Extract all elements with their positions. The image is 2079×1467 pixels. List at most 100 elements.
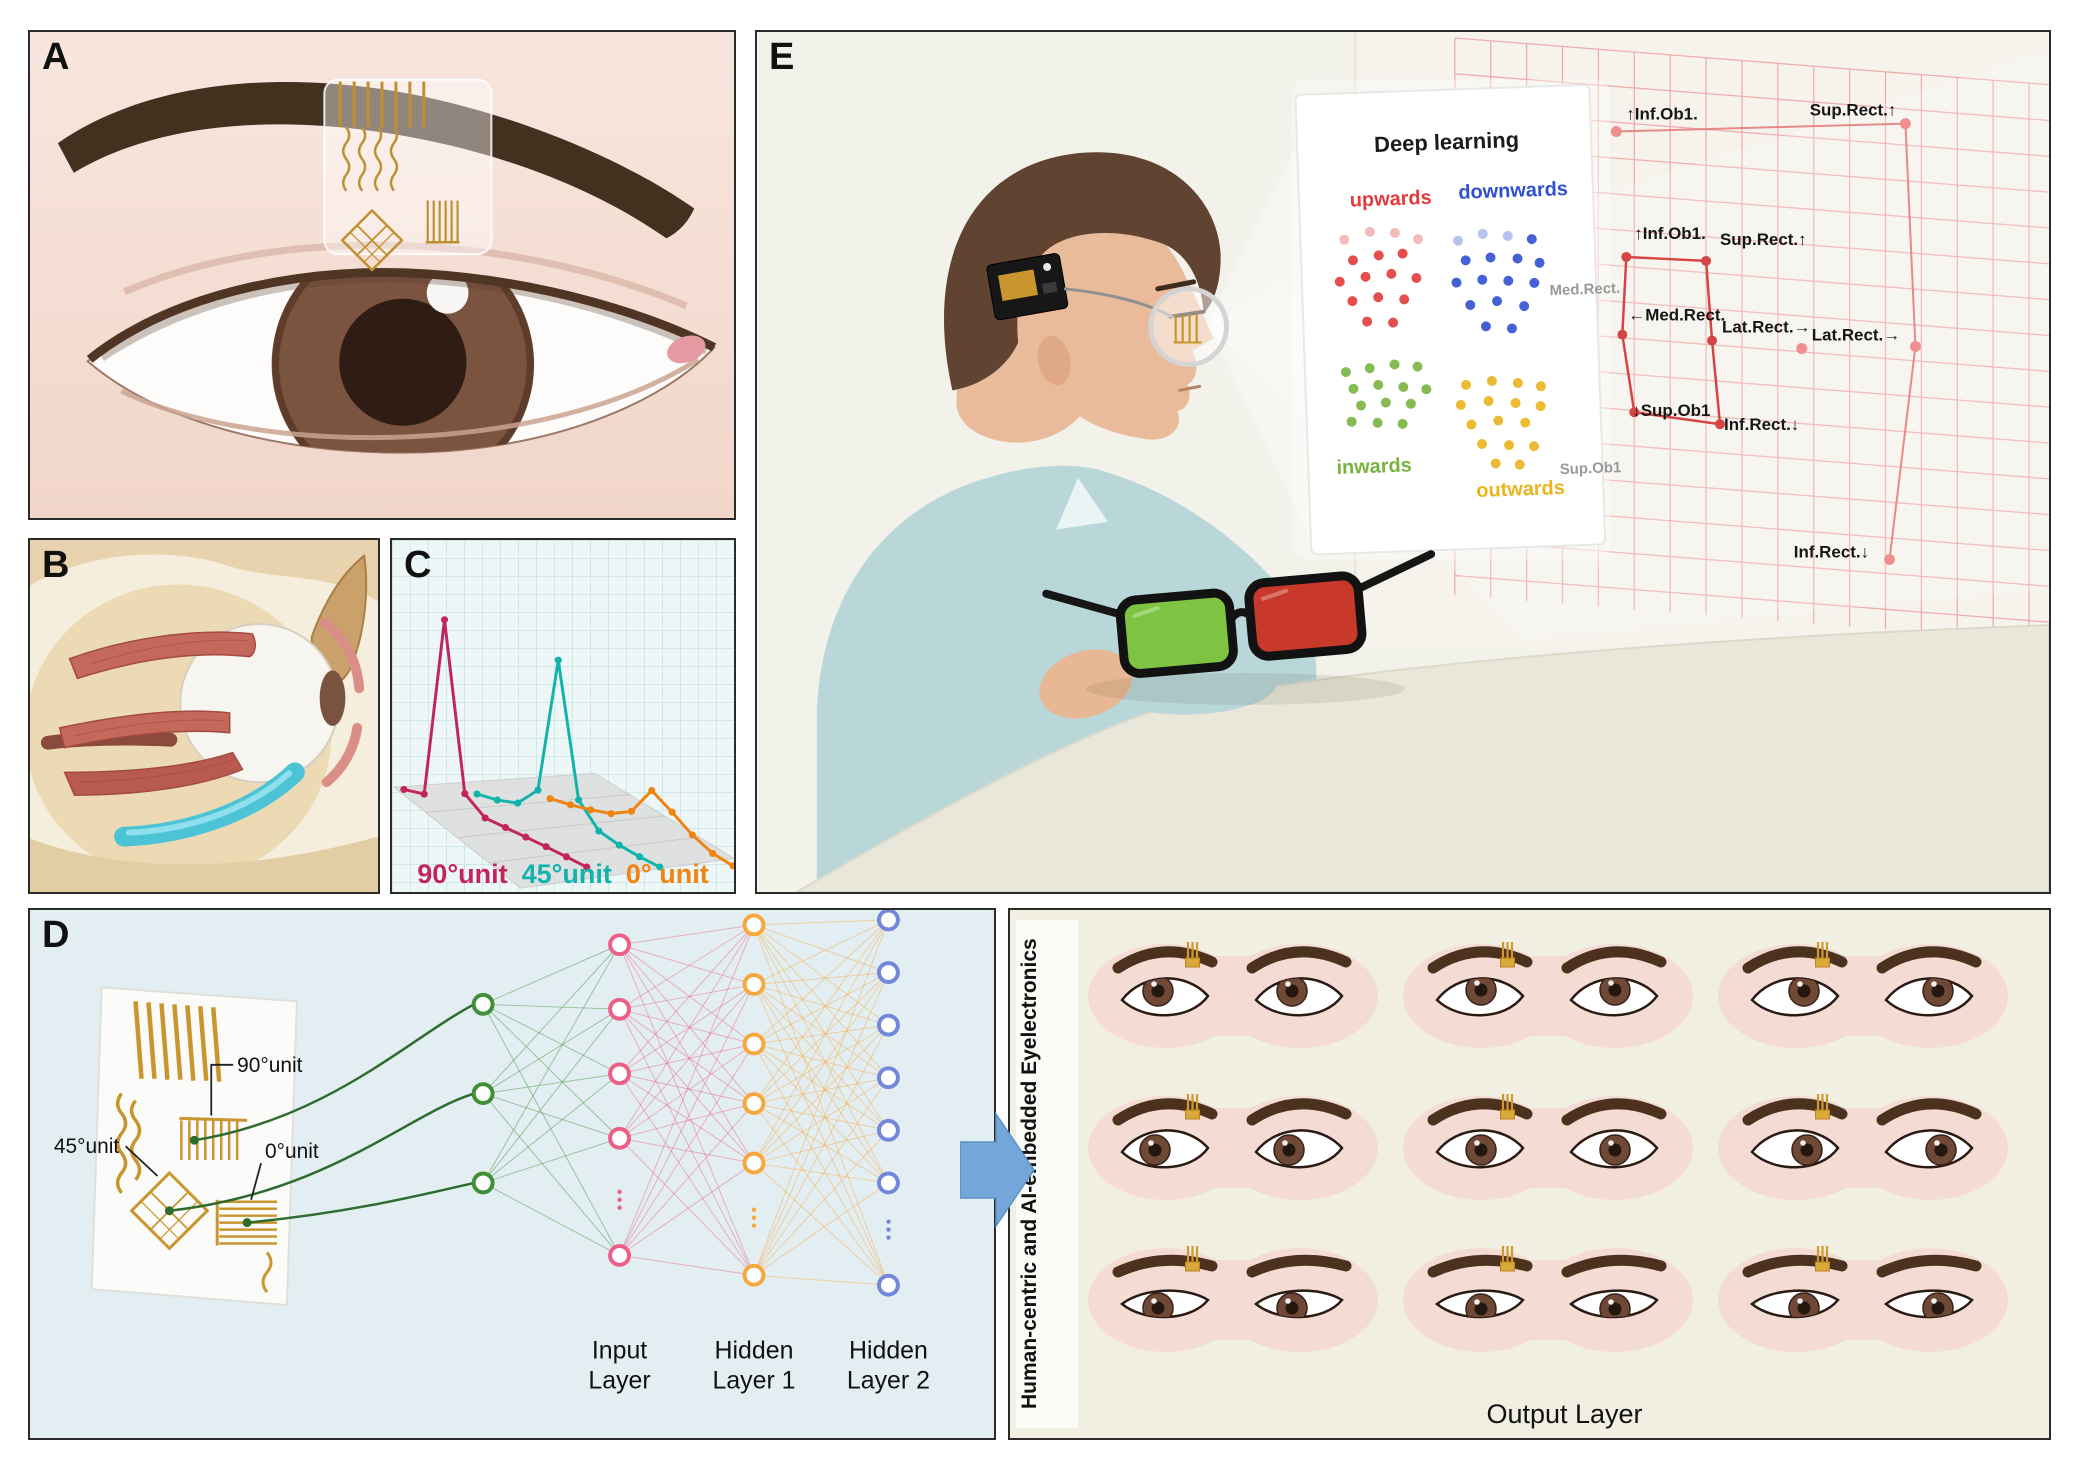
cluster-dot xyxy=(1477,228,1488,239)
eye-pair-left xyxy=(1088,1094,1378,1200)
nn-link xyxy=(619,1043,755,1139)
catchlight xyxy=(1931,981,1937,987)
nn-link xyxy=(753,924,889,973)
nn-link xyxy=(753,1162,889,1286)
nn-link xyxy=(753,1182,889,1276)
unit-label-45: 45°unit xyxy=(54,1135,119,1158)
cluster-dot xyxy=(1510,398,1521,409)
nn-link xyxy=(619,1254,755,1276)
nn-link xyxy=(482,1093,620,1256)
eye-pair-up-right xyxy=(1718,942,2008,1048)
cluster-dot xyxy=(1514,459,1525,470)
eyelid-crease xyxy=(123,241,688,309)
pupil xyxy=(1608,1302,1622,1316)
catchlight xyxy=(1151,981,1157,987)
nn-link xyxy=(619,1008,755,1164)
nn-link xyxy=(482,944,620,1094)
lancaster-trace-and-labels: ↑Inf.Ob1.Sup.Rect.↑↑Inf.Ob1.Sup.Rect.↑←M… xyxy=(1610,101,1921,566)
eyebrow xyxy=(1742,1254,1848,1278)
nn-link xyxy=(619,1103,755,1139)
cluster-dot xyxy=(1460,255,1471,266)
pupil xyxy=(1151,1301,1165,1315)
nn-link xyxy=(619,1137,755,1276)
nn-link xyxy=(482,1137,620,1184)
eyebrow xyxy=(1427,1098,1533,1126)
catchlight xyxy=(1608,1140,1614,1146)
nn-link xyxy=(753,1129,889,1164)
chart-point xyxy=(668,808,676,816)
faded-muscle-label: Med.Rect. xyxy=(1549,280,1620,299)
nn-link xyxy=(619,944,755,1104)
cluster-dot xyxy=(1340,367,1351,378)
electrode-icon xyxy=(1185,942,1200,968)
lower-eyelid xyxy=(321,722,363,788)
nn-link xyxy=(619,1073,755,1105)
panel-b: B xyxy=(28,538,380,894)
cluster-dot xyxy=(1461,379,1472,390)
chart-point xyxy=(461,790,469,798)
nn-node-hidden1 xyxy=(742,1263,766,1287)
nn-link xyxy=(753,1077,889,1105)
iris-side xyxy=(319,670,346,726)
nn-link xyxy=(753,919,889,1045)
cluster-dot xyxy=(1480,321,1491,332)
right-lens-red xyxy=(1244,571,1367,661)
trace-outer xyxy=(1616,122,1917,560)
sensor-wires xyxy=(169,1003,475,1224)
nn-link xyxy=(482,944,620,1184)
cluster-dot xyxy=(1466,419,1477,430)
nn-node-input xyxy=(608,1062,632,1086)
pupil xyxy=(1282,1143,1296,1157)
panel-e: E xyxy=(755,30,2051,894)
grid-line xyxy=(1454,37,2049,86)
catchlight xyxy=(1474,1299,1480,1305)
cluster-dot xyxy=(1519,301,1530,312)
eye-pair-up-left xyxy=(1088,942,1378,1048)
nn-link xyxy=(753,1024,889,1276)
upper-tissue xyxy=(30,540,378,602)
cluster-dot xyxy=(1413,234,1424,245)
chart-series xyxy=(476,659,661,869)
nn-node-hidden1 xyxy=(742,1032,766,1056)
chart-point xyxy=(709,849,717,858)
nn-link xyxy=(753,1103,889,1286)
cluster-dot xyxy=(1529,277,1540,288)
chart-point xyxy=(562,853,570,861)
plane-gridlines xyxy=(425,794,700,864)
chart-point xyxy=(688,831,696,839)
chart-point xyxy=(501,823,510,832)
eyebrow xyxy=(57,81,695,239)
nn-link xyxy=(619,944,755,1276)
catchlight xyxy=(1934,1140,1940,1146)
panel-a: A xyxy=(28,30,736,520)
nn-link xyxy=(619,1137,755,1164)
cluster-dot xyxy=(1485,252,1496,263)
nn-link xyxy=(753,924,889,1286)
eyebrow xyxy=(1112,1254,1218,1278)
cluster-dot xyxy=(1455,399,1466,410)
eye-magnifier xyxy=(1148,286,1230,367)
nn-link xyxy=(619,1103,755,1256)
nn-link xyxy=(753,972,889,1104)
nn-link xyxy=(482,1004,620,1256)
cluster-dot xyxy=(1493,415,1504,426)
nn-link xyxy=(753,972,889,985)
trace-dot xyxy=(1701,255,1712,266)
nn-link xyxy=(482,1003,620,1075)
chart-point xyxy=(514,799,522,807)
nn-link xyxy=(753,984,889,1184)
muscle-label: Inf.Rect.↓ xyxy=(1794,543,1869,562)
panel-label-d: D xyxy=(42,914,70,956)
cluster-dot xyxy=(1512,253,1523,264)
nn-link xyxy=(482,1073,620,1184)
pupil xyxy=(1474,1302,1488,1316)
hair xyxy=(944,152,1221,391)
transfer-arrow-icon xyxy=(960,1112,1035,1228)
eyebrow xyxy=(1246,946,1352,974)
person-eyebrow xyxy=(1155,279,1197,292)
grid-line xyxy=(1454,538,2049,588)
